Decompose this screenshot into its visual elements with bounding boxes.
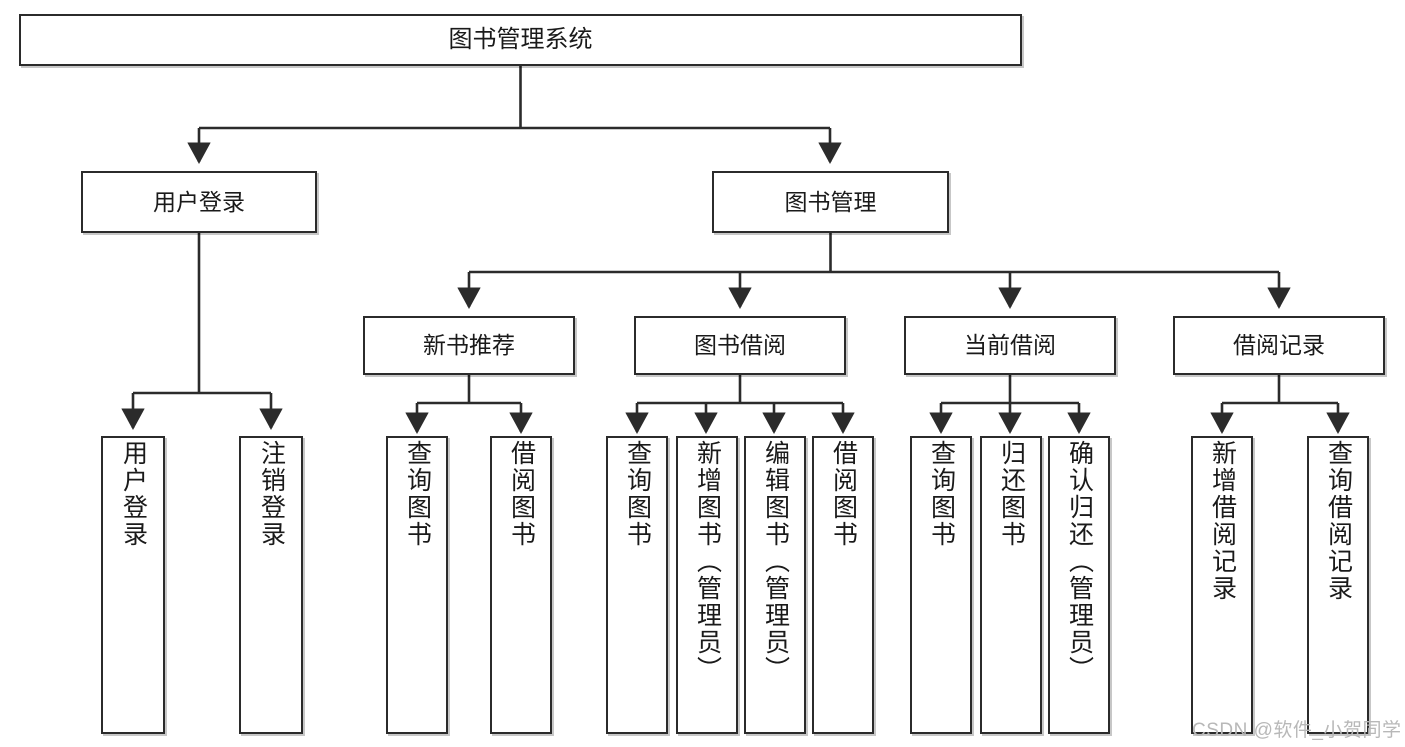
node-label: 用户登录 [119, 440, 148, 548]
node-root-system[interactable]: 图书管理系统 [19, 14, 1022, 66]
node-label: 查询图书 [623, 440, 652, 548]
node-label: 编辑图书（管理员） [761, 440, 790, 683]
node-book-borrow[interactable]: 图书借阅 [634, 316, 846, 375]
node-borrow-record[interactable]: 借阅记录 [1173, 316, 1385, 375]
leaf-recommend-borrow-book[interactable]: 借阅图书 [490, 436, 552, 734]
node-user-login[interactable]: 用户登录 [81, 171, 317, 233]
node-label: 新增借阅记录 [1208, 440, 1237, 602]
leaf-record-add-record[interactable]: 新增借阅记录 [1191, 436, 1253, 734]
node-label: 借阅图书 [829, 440, 858, 548]
leaf-user-login-logout[interactable]: 注销登录 [239, 436, 303, 734]
node-label: 查询图书 [927, 440, 956, 548]
node-label: 图书管理 [784, 188, 877, 215]
node-label: 图书借阅 [694, 332, 786, 359]
leaf-borrow-edit-book-admin[interactable]: 编辑图书（管理员） [744, 436, 806, 734]
leaf-recommend-query-book[interactable]: 查询图书 [386, 436, 448, 734]
node-label: 当前借阅 [964, 332, 1056, 359]
node-label: 归还图书 [997, 440, 1026, 548]
node-book-management[interactable]: 图书管理 [712, 171, 949, 233]
leaf-borrow-add-book-admin[interactable]: 新增图书（管理员） [676, 436, 738, 734]
node-new-book-recommend[interactable]: 新书推荐 [363, 316, 575, 375]
node-label: 借阅图书 [507, 440, 536, 548]
leaf-borrow-query-book[interactable]: 查询图书 [606, 436, 668, 734]
node-label: 新书推荐 [423, 332, 515, 359]
leaf-current-query-book[interactable]: 查询图书 [910, 436, 972, 734]
leaf-record-query-record[interactable]: 查询借阅记录 [1307, 436, 1369, 734]
node-label: 新增图书（管理员） [693, 440, 722, 683]
node-label: 图书管理系统 [448, 26, 593, 54]
node-label: 确认归还（管理员） [1065, 440, 1094, 683]
node-current-borrow[interactable]: 当前借阅 [904, 316, 1116, 375]
node-label: 借阅记录 [1233, 332, 1325, 359]
watermark-credit: CSDN @软件_小贺同学 [1192, 720, 1402, 741]
node-label: 查询借阅记录 [1324, 440, 1353, 602]
leaf-borrow-borrow-book[interactable]: 借阅图书 [812, 436, 874, 734]
leaf-current-return-book[interactable]: 归还图书 [980, 436, 1042, 734]
leaf-current-confirm-return-admin[interactable]: 确认归还（管理员） [1048, 436, 1110, 734]
node-label: 注销登录 [257, 440, 286, 548]
leaf-user-login-login[interactable]: 用户登录 [101, 436, 165, 734]
node-label: 查询图书 [403, 440, 432, 548]
node-label: 用户登录 [153, 188, 245, 215]
